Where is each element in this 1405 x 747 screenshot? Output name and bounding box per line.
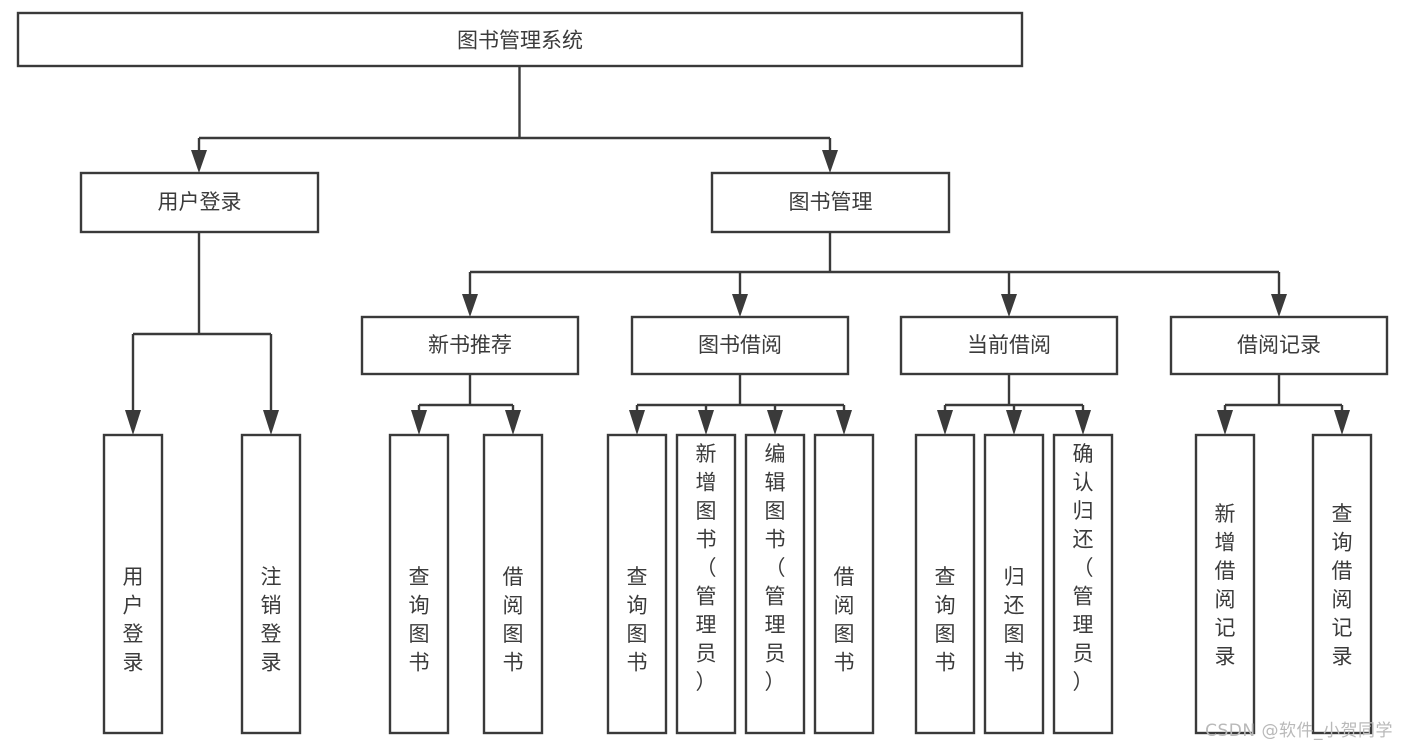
arrow-leaf-edit-book (767, 410, 783, 435)
node-leaf-logout-box[interactable] (240, 433, 302, 735)
node-leaf-user-login-box[interactable] (102, 433, 164, 735)
node-book-management-box[interactable] (710, 171, 951, 234)
node-leaf-return-book[interactable]: 归还图书 (983, 433, 1045, 735)
arrow-leaf-query-book-3 (937, 410, 953, 435)
arrow-leaf-query-record (1334, 410, 1350, 435)
arrow-book-borrow (732, 294, 748, 317)
node-book-borrow[interactable]: 图书借阅 (630, 315, 850, 376)
node-leaf-query-book-2-label: 查询图书 (627, 565, 648, 675)
node-leaf-edit-book-box[interactable] (744, 433, 806, 735)
node-current-borrow-label: 当前借阅 (967, 333, 1051, 357)
arrow-borrow-record (1271, 294, 1287, 317)
node-leaf-query-book-2-box[interactable] (606, 433, 668, 735)
arrow-leaf-user-login (125, 410, 141, 435)
node-leaf-borrow-book-1[interactable]: 借阅图书 (482, 433, 544, 735)
node-leaf-query-record-label: 查询借阅记录 (1332, 502, 1353, 669)
node-leaf-query-book-3-box[interactable] (914, 433, 976, 735)
node-book-management[interactable]: 图书管理 (710, 171, 951, 234)
node-leaf-borrow-book-1-label: 借阅图书 (503, 565, 524, 675)
node-leaf-query-book-1-box[interactable] (388, 433, 450, 735)
node-leaf-query-book-1-label: 查询图书 (409, 565, 430, 675)
node-leaf-confirm-return-label: 确认归还（管理员） (1073, 442, 1094, 694)
arrow-user-login (191, 150, 207, 173)
node-user-login-box[interactable] (79, 171, 320, 234)
arrow-current-borrow (1001, 294, 1017, 317)
node-root-label: 图书管理系统 (457, 29, 583, 53)
node-borrow-record-box[interactable] (1169, 315, 1389, 376)
node-leaf-add-book-label: 新增图书（管理员） (696, 442, 717, 694)
arrow-leaf-add-book (698, 410, 714, 435)
node-borrow-record-label: 借阅记录 (1237, 333, 1321, 357)
node-leaf-add-record[interactable]: 新增借阅记录 (1194, 433, 1256, 735)
node-leaf-query-book-2[interactable]: 查询图书 (606, 433, 668, 735)
node-leaf-borrow-book-2[interactable]: 借阅图书 (813, 433, 875, 735)
leaf-node-layer: 用户登录 注销登录 查询图书 借阅图书 查询图书 新增图书（管理员） (102, 433, 1373, 735)
arrow-leaf-logout (263, 410, 279, 435)
node-leaf-return-book-label: 归还图书 (1004, 565, 1025, 675)
node-leaf-add-record-label: 新增借阅记录 (1215, 502, 1236, 669)
arrow-leaf-confirm-return (1075, 410, 1091, 435)
node-current-borrow-box[interactable] (899, 315, 1119, 376)
arrow-leaf-query-book-1 (411, 410, 427, 435)
node-leaf-logout-label: 注销登录 (261, 565, 282, 675)
node-borrow-record[interactable]: 借阅记录 (1169, 315, 1389, 376)
node-root-box[interactable] (16, 11, 1024, 68)
node-leaf-add-book-box[interactable] (675, 433, 737, 735)
node-leaf-query-record[interactable]: 查询借阅记录 (1311, 433, 1373, 735)
node-new-book-recommend[interactable]: 新书推荐 (360, 315, 580, 376)
node-book-borrow-label: 图书借阅 (698, 333, 782, 357)
node-leaf-user-login-label: 用户登录 (123, 565, 144, 675)
arrow-leaf-add-record (1217, 410, 1233, 435)
node-leaf-user-login[interactable]: 用户登录 (102, 433, 164, 735)
node-book-borrow-box[interactable] (630, 315, 850, 376)
node-root[interactable]: 图书管理系统 (16, 11, 1024, 68)
node-leaf-confirm-return[interactable]: 确认归还（管理员） (1052, 433, 1114, 735)
node-new-book-recommend-box[interactable] (360, 315, 580, 376)
node-leaf-confirm-return-box[interactable] (1052, 433, 1114, 735)
arrow-book-management (822, 150, 838, 173)
arrow-leaf-borrow-book-1 (505, 410, 521, 435)
node-leaf-add-book[interactable]: 新增图书（管理员） (675, 433, 737, 735)
node-leaf-borrow-book-2-box[interactable] (813, 433, 875, 735)
node-current-borrow[interactable]: 当前借阅 (899, 315, 1119, 376)
node-user-login-label: 用户登录 (158, 190, 242, 214)
arrow-leaf-borrow-book-2 (836, 410, 852, 435)
node-new-book-recommend-label: 新书推荐 (428, 333, 512, 357)
connector-layer (125, 66, 1350, 435)
node-leaf-logout[interactable]: 注销登录 (240, 433, 302, 735)
arrow-leaf-query-book-2 (629, 410, 645, 435)
node-book-management-label: 图书管理 (789, 190, 873, 214)
node-leaf-query-book-1[interactable]: 查询图书 (388, 433, 450, 735)
arrow-new-book-recommend (462, 294, 478, 317)
node-leaf-add-record-box[interactable] (1194, 433, 1256, 735)
node-user-login[interactable]: 用户登录 (79, 171, 320, 234)
node-leaf-query-record-box[interactable] (1311, 433, 1373, 735)
node-leaf-borrow-book-2-label: 借阅图书 (834, 565, 855, 675)
node-leaf-query-book-3-label: 查询图书 (935, 565, 956, 675)
node-leaf-edit-book[interactable]: 编辑图书（管理员） (744, 433, 806, 735)
arrow-leaf-return-book (1006, 410, 1022, 435)
node-leaf-borrow-book-1-box[interactable] (482, 433, 544, 735)
node-leaf-return-book-box[interactable] (983, 433, 1045, 735)
node-leaf-query-book-3[interactable]: 查询图书 (914, 433, 976, 735)
node-leaf-edit-book-label: 编辑图书（管理员） (765, 442, 786, 694)
